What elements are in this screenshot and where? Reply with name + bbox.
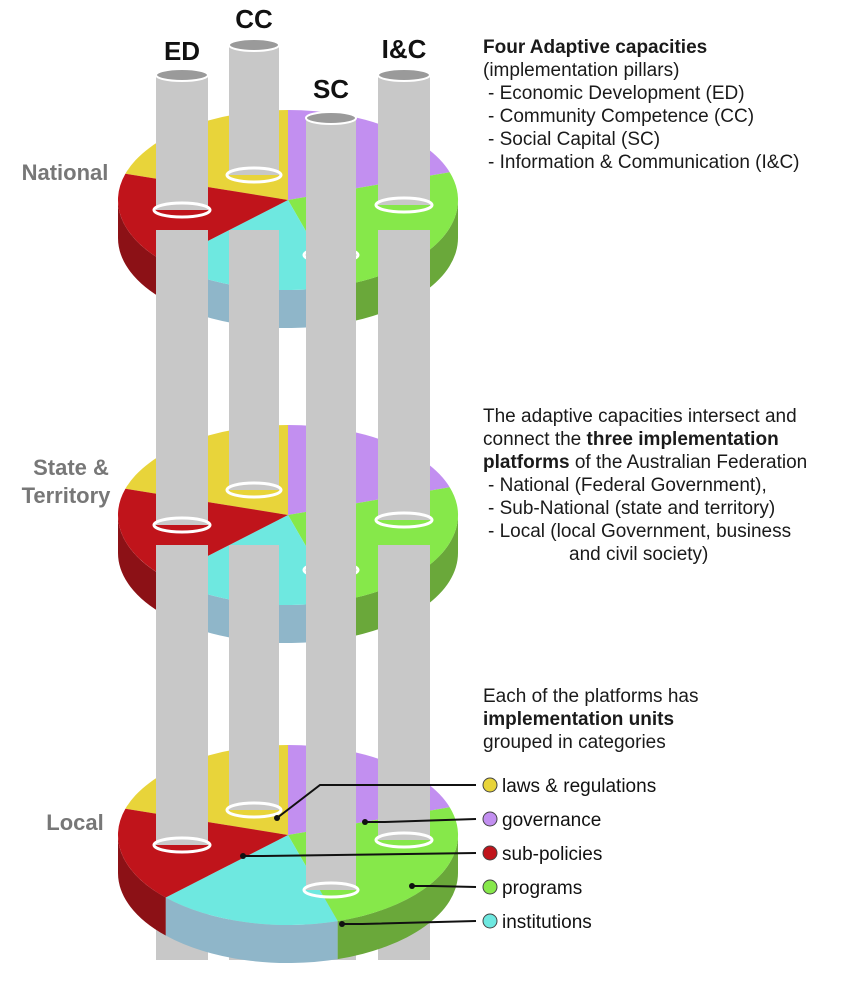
leader-dot-institutions (339, 921, 345, 927)
units-line3: grouped in categories (483, 732, 666, 753)
disk-side-subpolicies (118, 835, 166, 936)
pillar-hole-ed (152, 836, 212, 854)
capacities-item: - Community Competence (CC) (488, 106, 755, 127)
leader-line-subpolicies (243, 852, 477, 857)
pillar-label-sc: SC (313, 74, 349, 104)
platforms-line2-pre: connect the (483, 429, 587, 450)
pillar-hole-ed (152, 516, 212, 534)
leader-dot-governance (362, 819, 368, 825)
legend-swatch-institutions (482, 913, 498, 929)
platform-labels: National State & Territory Local (22, 160, 112, 835)
pillar-label-ic: I&C (382, 34, 427, 64)
platform-label-local: Local (46, 810, 103, 835)
capacities-subheading: (implementation pillars) (483, 60, 680, 81)
leader-line-institutions (342, 920, 477, 925)
platforms-line3-post: of the Australian Federation (569, 452, 808, 473)
legend-swatch-subpolicies (482, 845, 498, 861)
leader-dot-laws (274, 815, 280, 821)
platforms-item: - Local (local Government, business (488, 521, 792, 542)
legend-swatch-governance (482, 811, 498, 827)
legend-leader-lines (240, 784, 477, 927)
platforms-item: - Sub-National (state and territory) (488, 498, 776, 519)
pillar-hole-ic (374, 511, 434, 529)
pillar-top-sc (305, 111, 357, 125)
pillar-hole-cc (225, 801, 283, 819)
units-block: Each of the platforms has implementation… (483, 685, 698, 754)
platform-label-national: National (22, 160, 109, 185)
legend-label-institutions: institutions (502, 912, 592, 933)
pillar-segment-sc (306, 230, 356, 570)
disk-side-programs (337, 515, 459, 640)
pillar-segment-ic (378, 75, 430, 205)
pillar-hole-ic (374, 196, 434, 214)
pillar-hole-ic (374, 831, 434, 849)
disk-side-programs (337, 200, 459, 325)
platforms-item: and civil society) (569, 544, 709, 565)
leader-line-governance (365, 818, 477, 823)
pillar-segment-sc (306, 545, 356, 890)
leader-line-laws (276, 784, 476, 819)
legend-label-programs: programs (502, 878, 582, 899)
units-line1: Each of the platforms has (483, 686, 699, 707)
platform-disk-local (117, 545, 459, 964)
capacities-block: Four Adaptive capacities (implementation… (483, 36, 800, 174)
pillar-segment-cc (229, 45, 279, 175)
capacities-item: - Economic Development (ED) (488, 83, 745, 104)
legend-swatch-laws (482, 777, 498, 793)
pillar-label-ed: ED (164, 36, 200, 66)
pillar-hole-cc (225, 166, 283, 184)
pillar-segment-ic (378, 230, 430, 520)
pillar-segment-ed (156, 545, 208, 845)
pillar-hole-cc (225, 481, 283, 499)
platforms-item: - National (Federal Government), (488, 475, 767, 496)
leader-line-programs (412, 885, 477, 888)
pillar-hole-ed (152, 201, 212, 219)
pillar-top-cc (228, 38, 280, 52)
platforms-block: The adaptive capacities intersect and co… (483, 405, 807, 566)
legend-swatch-programs (482, 879, 498, 895)
capacities-item: - Social Capital (SC) (488, 129, 661, 150)
legend-label-subpolicies: sub-policies (502, 844, 602, 865)
disk-side-subpolicies (118, 515, 166, 616)
legend-label-governance: governance (502, 810, 601, 831)
pillar-hole-sc (302, 881, 360, 899)
pillar-top-ic (377, 68, 431, 82)
platforms-line3-bold: platforms (483, 452, 570, 473)
capacities-item: - Information & Communication (I&C) (488, 152, 800, 173)
disk-side-institutions (165, 897, 338, 964)
disk-sector-institutions (165, 835, 338, 926)
units-line2: implementation units (483, 709, 675, 730)
platform-label-state-line1: State & (33, 455, 109, 480)
platforms-line1: The adaptive capacities intersect and (483, 406, 797, 427)
platforms-line2-bold: three implementation (586, 429, 779, 450)
pillar-segment-ed (156, 75, 208, 210)
legend: laws & regulations governance sub-policies… (482, 776, 656, 933)
pillar-top-ed (155, 68, 209, 82)
pillar-segment-ed (156, 230, 208, 525)
pillar-labels: ED CC SC I&C (164, 4, 427, 104)
pillar-segment-ic (378, 545, 430, 840)
platform-label-state-line2: Territory (22, 483, 112, 508)
pillar-label-cc: CC (235, 4, 273, 34)
disk-side-subpolicies (118, 200, 166, 301)
leader-dot-subpolicies (240, 853, 246, 859)
pillar-segment-cc (229, 545, 279, 810)
disk-side-programs (337, 835, 458, 960)
capacities-heading: Four Adaptive capacities (483, 37, 708, 58)
pillar-segment-cc (229, 230, 279, 490)
platforms-layer (117, 38, 459, 964)
leader-dot-programs (409, 883, 415, 889)
legend-label-laws: laws & regulations (502, 776, 656, 797)
